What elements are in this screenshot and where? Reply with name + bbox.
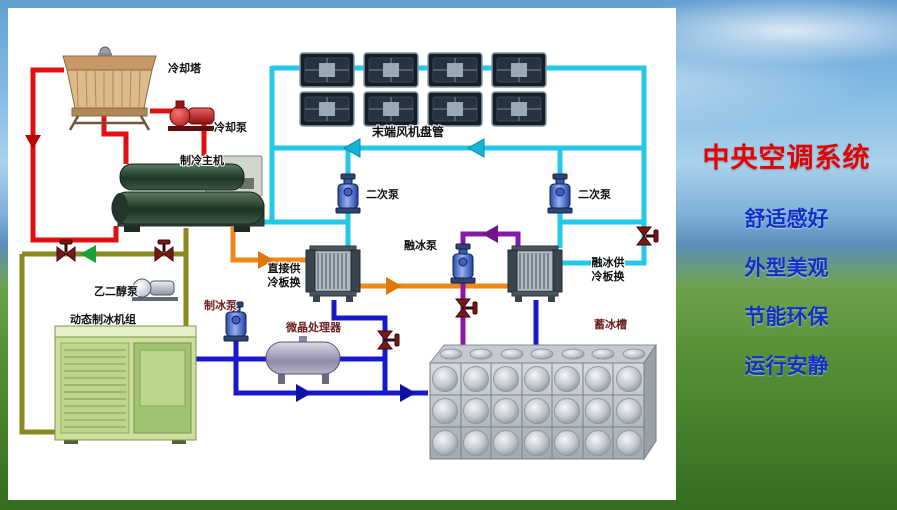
flow-arrow-left-cyan (342, 138, 361, 158)
secondary-pump-left (335, 173, 361, 214)
fan-coil-unit (299, 91, 355, 127)
label-secondary-pump-left: 二次泵 (366, 187, 399, 201)
fan-coil-unit (363, 52, 419, 88)
page-title: 中央空调系统 (702, 143, 871, 173)
ice-melt-pump (450, 243, 476, 284)
flow-arrow-down-red (25, 135, 41, 149)
fan-coil-unit (427, 91, 483, 127)
ice-melt-heat-exchanger (507, 245, 563, 303)
feature-quiet: 运行安静 (744, 355, 829, 378)
label-direct-hx-line1: 直接供 (268, 261, 301, 275)
hvac-schematic: 冷却塔 冷却泵 制冷主机 末端风机盘管 二次泵 二次泵 融冰泵 直接供 冷板换 … (19, 46, 659, 461)
flow-arrow-right-orange (386, 277, 402, 295)
label-ice-storage-tank: 蓄冰槽 (594, 317, 627, 331)
flow-arrow-left-purple (482, 225, 498, 243)
label-ice-making-pump: 制冰泵 (204, 298, 237, 312)
valve (377, 330, 400, 350)
flow-arrow-right-orange (258, 251, 274, 269)
flow-arrow-right-blue (400, 384, 416, 402)
fan-coil-unit (299, 52, 355, 88)
label-glycol-pump: 乙二醇泵 (94, 284, 138, 298)
ice-water-pipe-hx1 (331, 300, 428, 396)
label-melt-hx-line2: 冷板换 (592, 269, 626, 283)
label-ice-making-unit: 动态制冰机组 (70, 312, 136, 326)
condenser-pipe-return (101, 116, 129, 164)
flow-arrow-right-blue (296, 384, 312, 402)
secondary-pump-right (547, 173, 573, 214)
label-direct-hx-line2: 冷板换 (268, 275, 302, 289)
chiller-unit (111, 155, 265, 232)
label-cooling-pump: 冷却泵 (214, 120, 247, 134)
glycol-pump (132, 278, 178, 301)
label-cooling-tower: 冷却塔 (168, 61, 202, 75)
direct-cooling-heat-exchanger (305, 245, 361, 303)
side-panel: 中央空调系统 舒适感好 外型美观 节能环保 运行安静 (676, 0, 897, 510)
flow-arrow-left-green (80, 245, 96, 263)
label-chiller: 制冷主机 (180, 153, 224, 167)
ice-storage-tank (428, 343, 657, 461)
label-secondary-pump-right: 二次泵 (578, 187, 611, 201)
fan-coil-unit (427, 52, 483, 88)
fan-coil-unit (363, 91, 419, 127)
feature-appearance: 外型美观 (744, 257, 829, 280)
feature-list: 舒适感好 外型美观 节能环保 运行安静 (676, 203, 897, 380)
cooling-pump (168, 100, 215, 131)
fan-coil-unit (491, 52, 547, 88)
valve (455, 298, 478, 318)
cooling-tower (62, 46, 157, 131)
feature-eco: 节能环保 (744, 306, 829, 329)
fan-coil-unit (491, 91, 547, 127)
glycol-loop (19, 254, 56, 435)
valve (636, 226, 659, 246)
flow-arrow-left-cyan (466, 138, 485, 158)
label-ice-melt-pump: 融冰泵 (404, 238, 437, 252)
label-melt-hx-line1: 融冰供 (592, 255, 625, 269)
feature-comfort: 舒适感好 (744, 208, 829, 231)
chilled-riser-left (262, 66, 275, 225)
ice-making-unit (54, 325, 197, 444)
fan-coil-array (299, 52, 547, 127)
valve (56, 239, 76, 262)
condenser-pipe-loop (30, 67, 119, 243)
valve (154, 239, 174, 262)
label-fan-coil-units: 末端风机盘管 (372, 124, 444, 139)
diagram-panel: 冷却塔 冷却泵 制冷主机 末端风机盘管 二次泵 二次泵 融冰泵 直接供 冷板换 … (8, 8, 676, 500)
label-crystal-processor: 微晶处理器 (285, 320, 342, 334)
crystal-processor-tank (265, 336, 341, 384)
diagram-labels: 冷却塔 冷却泵 制冷主机 末端风机盘管 二次泵 二次泵 融冰泵 直接供 冷板换 … (69, 60, 628, 335)
direct-supply-pipe (230, 227, 306, 263)
